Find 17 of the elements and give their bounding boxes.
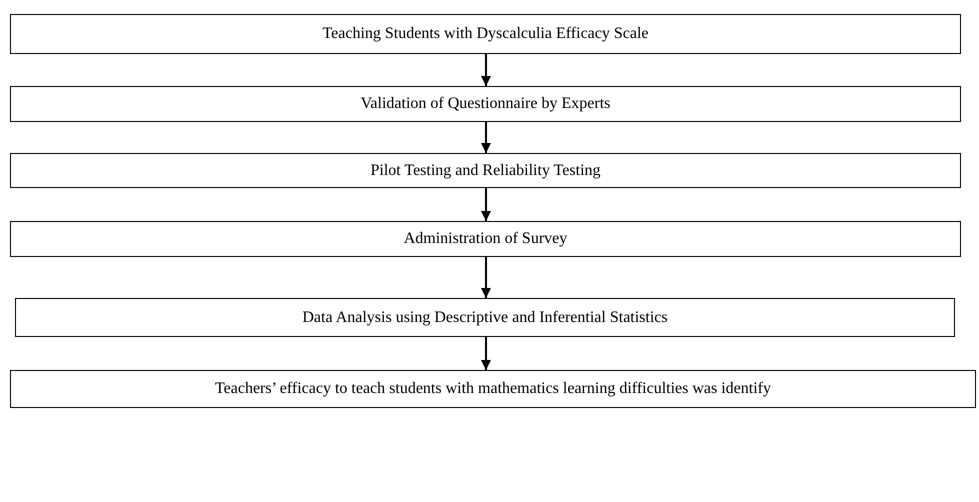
process-box [15,298,955,337]
box-text: Validation of Questionnaire by Experts [360,95,610,113]
arrow [481,337,491,370]
box-text: Administration of Survey [404,230,568,248]
process-box [10,370,976,408]
arrow [481,257,491,298]
arrow [481,188,491,221]
box-text: Teachers’ efficacy to teach students with mathematics learning difficulties was identify [214,380,771,398]
box-text: Teaching Students with Dyscalculia Efficacy Scale [322,25,649,43]
process-box [10,86,961,122]
box-text: Data Analysis using Descriptive and Inferential Statistics [302,308,668,326]
process-box [10,221,961,257]
box-text: Pilot Testing and Reliability Testing [370,162,601,180]
process-box [10,14,961,54]
process-box [10,153,961,188]
arrow [481,122,491,153]
arrow [481,54,491,86]
